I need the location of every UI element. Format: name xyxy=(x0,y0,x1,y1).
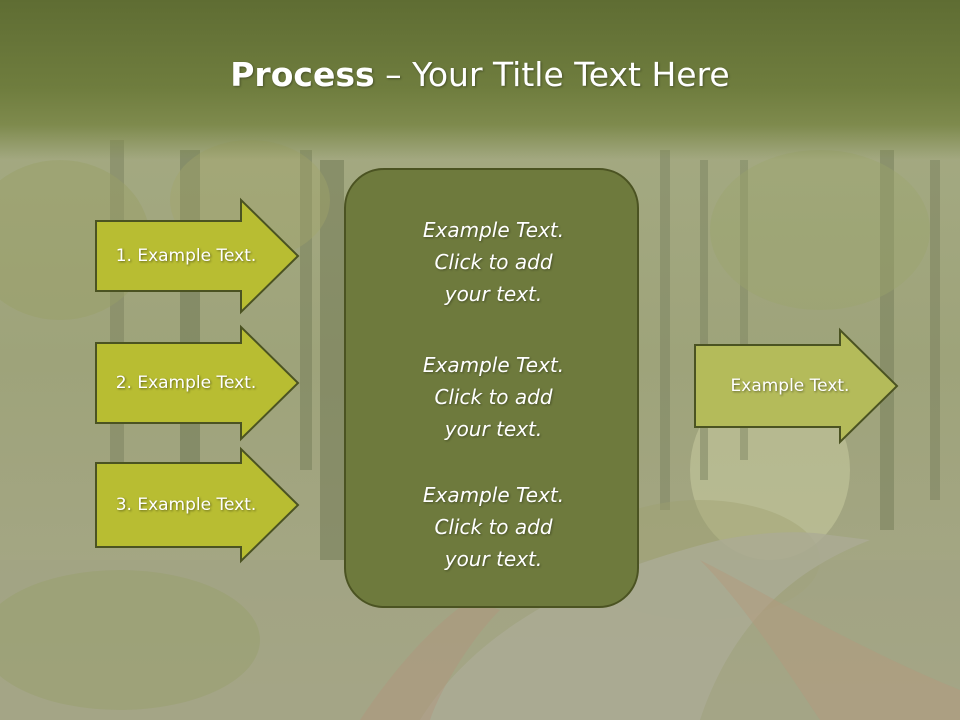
center-line: Click to add xyxy=(434,515,553,539)
center-line: Click to add xyxy=(434,385,553,409)
arrow-right-shape xyxy=(95,446,300,564)
center-line: your text. xyxy=(444,282,543,306)
arrow-right-shape xyxy=(95,197,300,315)
arrow-right-shape xyxy=(694,327,899,445)
center-text-block-1: Example Text. Click to add your text. xyxy=(346,214,641,310)
output-arrow-label: Example Text. xyxy=(730,376,850,396)
input-arrow-label: 3. Example Text. xyxy=(115,495,257,515)
center-text-block-3: Example Text. Click to add your text. xyxy=(346,479,641,575)
slide-title: Process – Your Title Text Here xyxy=(0,50,960,100)
center-line: your text. xyxy=(444,417,543,441)
input-arrow-3[interactable]: 3. Example Text. xyxy=(95,446,301,564)
center-line: Example Text. xyxy=(422,483,565,507)
title-rest: – Your Title Text Here xyxy=(374,55,730,94)
title-band xyxy=(0,0,960,160)
arrow-right-shape xyxy=(95,324,300,442)
center-line: Example Text. xyxy=(422,218,565,242)
input-arrow-2[interactable]: 2. Example Text. xyxy=(95,324,301,442)
title-bold: Process xyxy=(230,55,375,94)
center-text-block-2: Example Text. Click to add your text. xyxy=(346,349,641,445)
center-line: Example Text. xyxy=(422,353,565,377)
output-arrow[interactable]: Example Text. xyxy=(694,327,900,445)
center-line: Click to add xyxy=(434,250,553,274)
input-arrow-label: 1. Example Text. xyxy=(115,246,257,266)
input-arrow-1[interactable]: 1. Example Text. xyxy=(95,197,301,315)
process-center-box[interactable]: Example Text. Click to add your text. Ex… xyxy=(344,168,639,608)
center-line: your text. xyxy=(444,547,543,571)
input-arrow-label: 2. Example Text. xyxy=(115,373,257,393)
